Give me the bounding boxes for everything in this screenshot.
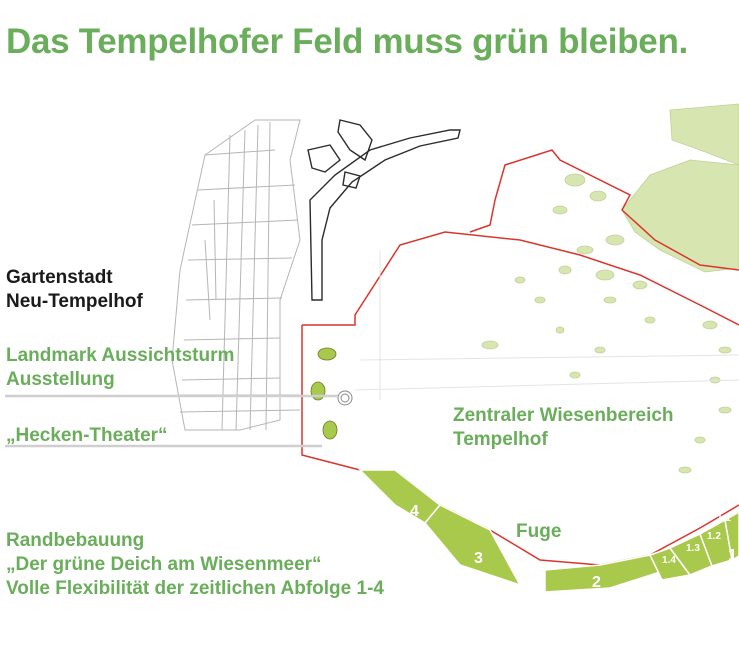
label-gartenstadt: Gartenstadt Neu-Tempelhof bbox=[6, 267, 143, 312]
plot-label-1-1: 1.1 bbox=[717, 513, 731, 524]
label-randbebauung: Randbebauung „Der grüne Deich am Wiesenm… bbox=[6, 530, 384, 599]
plot-label-1-3: 1.3 bbox=[686, 543, 700, 554]
label-fuge: Fuge bbox=[516, 521, 562, 542]
plot-2 bbox=[544, 554, 662, 593]
plot-label-2: 2 bbox=[592, 574, 601, 591]
plot-4 bbox=[358, 469, 442, 524]
plot-1-1 bbox=[724, 511, 739, 562]
building-plots bbox=[358, 469, 739, 593]
label-hecken-theater: „Hecken-Theater“ bbox=[6, 425, 168, 446]
plot-label-4: 4 bbox=[410, 503, 419, 520]
label-landmark: Landmark Aussichtsturm Ausstellung bbox=[6, 345, 235, 390]
leader-lines bbox=[5, 394, 338, 448]
label-zentral: Zentraler Wiesenbereich Tempelhof bbox=[453, 405, 674, 450]
interior-paths bbox=[354, 250, 739, 400]
terminal-building bbox=[307, 119, 461, 301]
landmark-features bbox=[310, 347, 353, 440]
plot-label-3: 3 bbox=[474, 550, 483, 567]
plot-3 bbox=[424, 504, 522, 587]
park-area bbox=[481, 103, 739, 474]
plot-label-1-2: 1.2 bbox=[707, 531, 721, 542]
plot-numbers: 4 3 2 1.4 1.3 1.2 1.1 1 bbox=[410, 503, 737, 591]
plot-label-1: 1 bbox=[728, 547, 737, 564]
page-title: Das Tempelhofer Feld muss grün bleiben. bbox=[6, 22, 688, 61]
plot-label-1-4: 1.4 bbox=[662, 555, 676, 566]
